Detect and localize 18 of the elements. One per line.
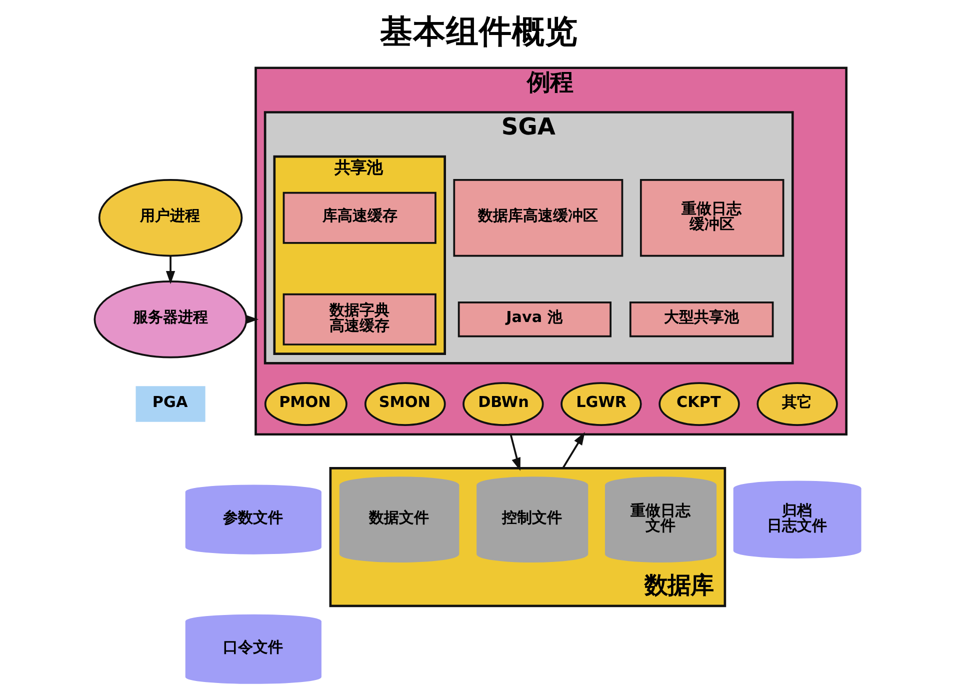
node-box: Java 池 <box>458 302 612 338</box>
arrow <box>562 432 585 469</box>
node-ellipse: LGWR <box>560 382 642 426</box>
node-box: 数据库高速缓冲区 <box>453 179 624 257</box>
diagram-title: 基本组件概览 <box>380 12 578 51</box>
node-box: 库高速缓存 <box>282 192 436 244</box>
node-box: 重做日志缓冲区 <box>640 179 784 257</box>
node-ellipse: 用户进程 <box>98 179 243 257</box>
node-ellipse: PMON <box>264 382 348 426</box>
node-ellipse: CKPT <box>658 382 740 426</box>
node-ellipse: SMON <box>364 382 446 426</box>
node-box: PGA <box>136 386 206 422</box>
arrow <box>510 434 520 471</box>
node-box: 大型共享池 <box>629 302 774 338</box>
node-ellipse: 其它 <box>756 382 838 426</box>
node-box: 数据字典高速缓存 <box>282 293 436 346</box>
node-ellipse: DBWn <box>462 382 544 426</box>
arrow <box>166 256 176 284</box>
